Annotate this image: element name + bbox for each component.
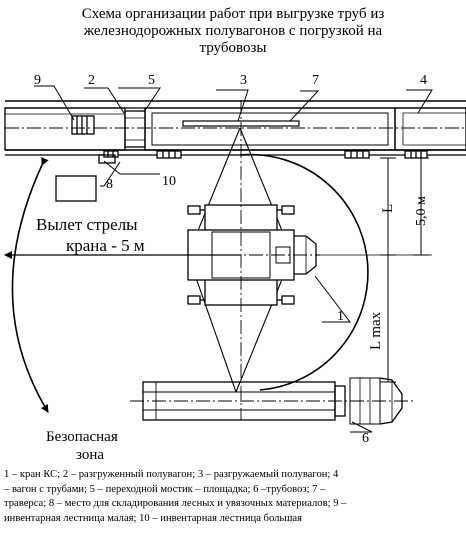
dim-five-m: 5,0 м [414, 196, 429, 226]
title-line-1: Схема организации работ при выгрузке тру… [81, 6, 385, 22]
label-10: 10 [162, 174, 176, 189]
title-line-2: железнодорожных полувагонов с погрузкой … [83, 23, 383, 39]
transition-bridge [124, 110, 146, 148]
unloaded-gondola-car [4, 107, 126, 151]
safe-zone-label-line-2: зона [76, 447, 104, 463]
label-5: 5 [148, 73, 155, 88]
legend: 1 – кран КС; 2 – разгруженный полувагон;… [4, 468, 464, 526]
safe-zone-label-line-1: Безопасная [46, 429, 118, 445]
dim-L-max: L max [368, 311, 384, 350]
railway-track [5, 100, 466, 156]
pipe-wagon [394, 107, 466, 151]
title-line-3: трубовозы [199, 40, 267, 56]
label-9: 9 [34, 73, 41, 88]
label-3: 3 [240, 73, 247, 88]
boom-reach-label-line-2: крана - 5 м [66, 236, 145, 255]
legend-line-2: – вагон с трубами; 5 – переходной мостик… [4, 483, 326, 495]
label-8: 8 [106, 177, 113, 192]
boom-radius-arc [239, 153, 369, 391]
boom-reach-label-line-1: Вылет стрелы [36, 215, 138, 234]
label-2: 2 [88, 73, 95, 88]
label-6: 6 [362, 431, 369, 446]
label-1: 1 [337, 309, 344, 324]
legend-line-3: траверса; 8 – место для складирования ле… [4, 498, 347, 509]
legend-line-4: инвентарная лестница малая; 10 – инвента… [4, 512, 302, 524]
safe-zone-arc [11, 156, 49, 413]
legend-line-1: 1 – кран КС; 2 – разгруженный полувагон;… [4, 469, 339, 480]
label-4: 4 [420, 73, 427, 88]
diagram-title: Схема организации работ при выгрузке тру… [0, 6, 466, 57]
timber-storage-area [55, 175, 97, 202]
label-7: 7 [312, 73, 319, 88]
unloading-gondola-car [144, 107, 396, 151]
small-ladder [71, 115, 95, 135]
pipe-carrier [130, 377, 415, 425]
leader-lines [34, 85, 433, 433]
wagon-bogies [103, 150, 428, 159]
dim-L: L [380, 204, 396, 213]
dimension-lines [320, 157, 432, 383]
